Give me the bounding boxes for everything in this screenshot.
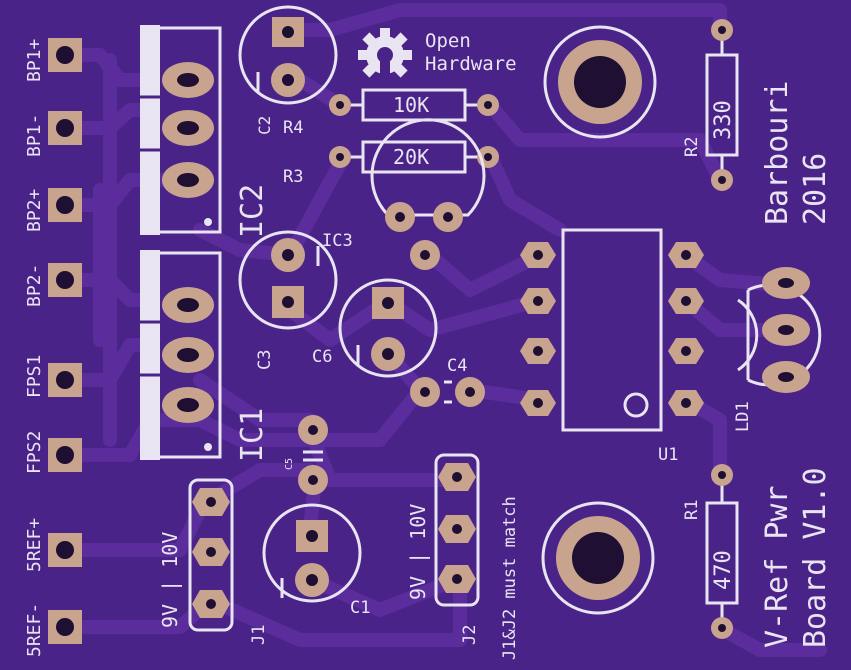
ld1-led: LD1 [733,267,822,432]
j1-jumper-header: 9V | 10V J1 [158,478,269,645]
board-title: V-Ref Pwr Board V1.0 [760,467,833,648]
board-title-line2: Board V1.0 [798,467,833,648]
c1-label: C1 [350,598,370,618]
r4-value: 10K [393,93,429,117]
pad-bp2-plus [48,188,82,222]
c4-capacitor: C4 [410,356,485,407]
pad-5ref-minus [48,610,82,644]
edge-connector-labels: BP1+ BP1- BP2+ BP2- FPS1 FPS2 5REF+ 5REF… [24,38,45,657]
r1-value: 470 [711,550,736,590]
ld1-label: LD1 [733,401,753,432]
board-title-line1: V-Ref Pwr [760,485,795,648]
c2-capacitor: C2 [238,5,338,135]
ic3-label: IC3 [322,231,353,251]
label-bp2-plus: BP2+ [24,188,45,232]
ic1-regulator: IC1 [140,250,270,462]
mounting-hole-bottom [541,501,655,615]
c3-capacitor: C3 [238,230,338,370]
j2-label: J2 [460,625,480,645]
r3-label: R3 [283,167,303,187]
u1-label: U1 [658,445,678,465]
r2-resistor: 330 R2 [682,19,739,191]
j1-label: J1 [249,625,269,645]
author-year: 2016 [798,153,833,225]
edge-connector-pads [48,38,82,644]
mounting-hole-top [543,25,657,139]
r3-resistor: 20K R3 [283,140,499,187]
c3-label: C3 [255,350,275,370]
label-bp1-minus: BP1- [24,114,45,157]
c1-capacitor: C1 [262,503,370,618]
open-hardware-line2: Hardware [425,53,517,75]
label-fps1: FPS1 [24,355,45,398]
pad-fps2 [48,438,82,472]
author-block: Barbouri 2016 [760,81,833,226]
c5-label: C5 [284,458,295,470]
open-hardware-line1: Open [425,30,471,52]
r2-label: R2 [682,137,702,157]
label-5ref-minus: 5REF- [24,603,45,657]
pad-bp1-plus [48,38,82,72]
r3-value: 20K [393,145,429,169]
r4-label: R4 [283,118,303,138]
c6-capacitor: C6 [312,278,438,378]
pad-fps1 [48,363,82,397]
c6-label: C6 [312,347,332,367]
j2-jumper-header: 9V | 10V J2 J1&J2 must match [406,453,520,660]
label-bp1-plus: BP1+ [24,38,45,82]
c5-capacitor: C5 [284,415,328,495]
pad-bp2-minus [48,263,82,297]
label-5ref-plus: 5REF+ [24,518,45,572]
c4-label: C4 [447,356,467,376]
ic3-transistor: IC3 [322,118,486,270]
r1-resistor: 470 R1 [682,464,739,639]
author-name: Barbouri [760,81,795,226]
ic1-label: IC1 [235,408,270,462]
label-bp2-minus: BP2- [24,264,45,307]
j2-options: 9V | 10V [406,504,430,600]
j1-options: 9V | 10V [158,532,182,628]
pad-bp1-minus [48,111,82,145]
pad-5ref-plus [48,533,82,567]
r2-value: 330 [711,100,736,140]
c2-label: C2 [255,116,274,135]
ic2-regulator: IC2 [140,25,270,238]
ic2-label: IC2 [235,184,270,238]
r1-label: R1 [682,500,702,520]
u1-ic: U1 [520,228,704,465]
jumper-match-note: J1&J2 must match [500,496,520,660]
label-fps2: FPS2 [24,431,45,474]
